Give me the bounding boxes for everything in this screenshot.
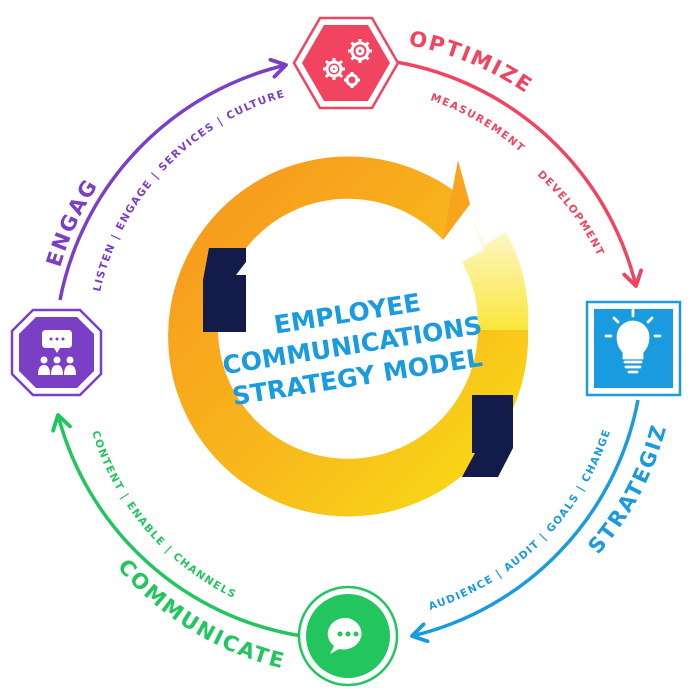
communicate-to-engage-arrow — [58, 415, 303, 638]
engage-to-optimize-arrow — [58, 65, 286, 301]
optimize-to-strategize-arrow — [395, 60, 636, 286]
strategize-to-communicate-arrow — [412, 399, 640, 636]
lightbulb-icon — [604, 308, 662, 374]
open-quote-mark — [203, 248, 246, 332]
optimize-sub-development: DEVELOPMENT — [535, 168, 607, 258]
team-meeting-icon — [38, 330, 76, 375]
strategize-node — [585, 300, 682, 397]
central-ring — [168, 156, 529, 517]
diagram-title: EMPLOYEE COMMUNICATIONS STRATEGY MODEL — [221, 288, 485, 411]
close-quote-mark — [462, 395, 513, 477]
communicate-node — [297, 585, 399, 687]
engage-node — [10, 308, 103, 397]
engage-label: ENGAGE — [0, 0, 103, 269]
optimize-sub-measurement: MEASUREMENT — [429, 91, 527, 155]
gears-icon — [323, 39, 372, 88]
chat-bubble-icon — [327, 617, 362, 654]
optimize-node — [292, 16, 400, 110]
